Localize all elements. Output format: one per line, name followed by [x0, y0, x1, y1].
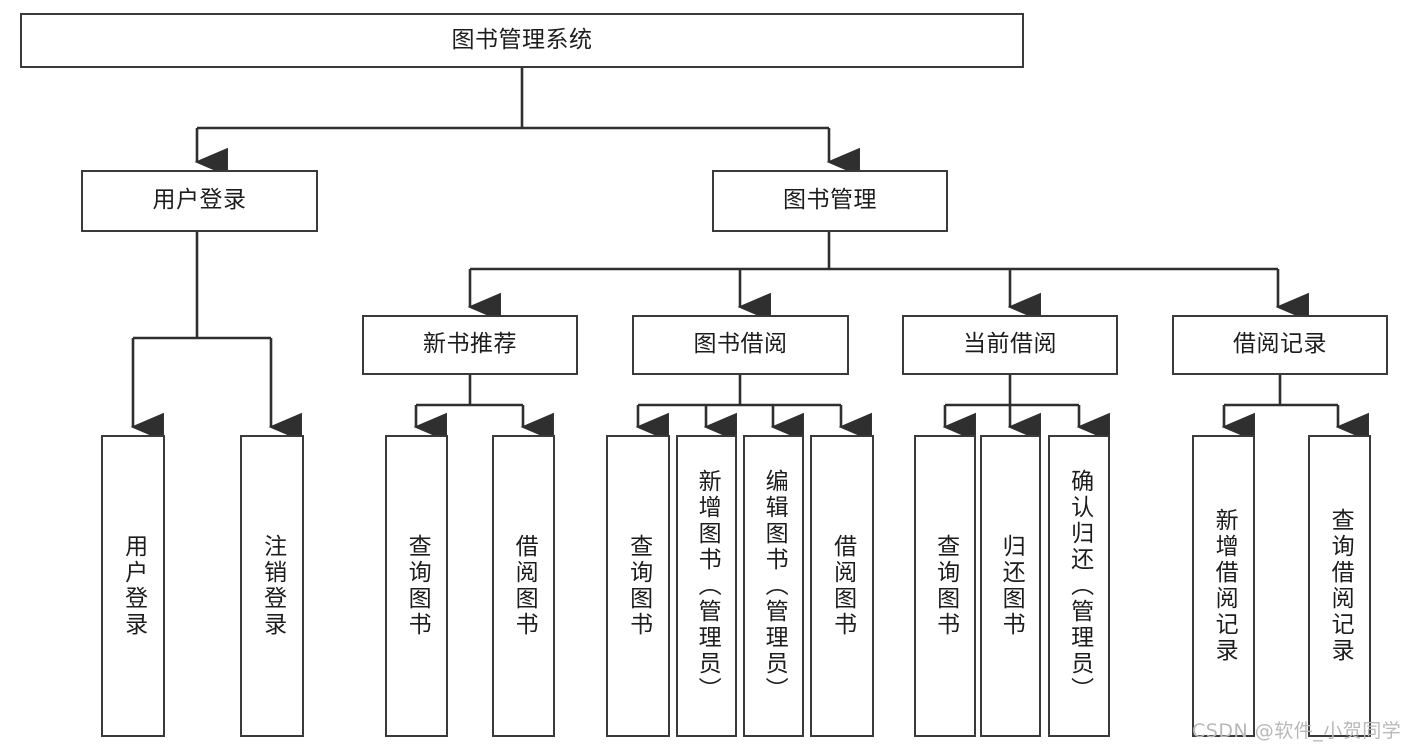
leaf-current-confirm-return[interactable]: 确认归还（管理员） [1048, 435, 1110, 737]
node-borrow-records[interactable]: 借阅记录 [1172, 315, 1388, 375]
node-label: 用户登录 [120, 534, 147, 638]
node-label: 注销登录 [259, 534, 286, 638]
node-label: 新增图书（管理员） [694, 469, 721, 703]
node-label: 查询图书 [404, 534, 431, 638]
node-user-login[interactable]: 用户登录 [81, 170, 318, 232]
leaf-current-return-book[interactable]: 归还图书 [980, 435, 1041, 737]
leaf-borrow-query-book[interactable]: 查询图书 [606, 435, 670, 737]
leaf-borrow-edit-book[interactable]: 编辑图书（管理员） [743, 435, 804, 737]
node-label: 编辑图书（管理员） [761, 469, 788, 703]
leaf-borrow-add-book[interactable]: 新增图书（管理员） [676, 435, 737, 737]
node-label: 借阅图书 [829, 534, 856, 638]
leaf-user-login-logout[interactable]: 注销登录 [240, 435, 304, 737]
leaf-current-query-book[interactable]: 查询图书 [914, 435, 976, 737]
node-label: 查询借阅记录 [1327, 508, 1354, 664]
node-current-borrow[interactable]: 当前借阅 [902, 315, 1118, 375]
node-label: 图书管理系统 [451, 26, 593, 53]
node-new-book-recommend[interactable]: 新书推荐 [362, 315, 578, 375]
node-root-system[interactable]: 图书管理系统 [20, 13, 1024, 68]
node-label: 新书推荐 [423, 331, 517, 358]
leaf-records-query-record[interactable]: 查询借阅记录 [1308, 435, 1371, 737]
node-label: 图书借阅 [693, 331, 788, 358]
node-label: 查询图书 [932, 534, 959, 638]
node-book-borrow[interactable]: 图书借阅 [632, 315, 849, 375]
node-label: 用户登录 [152, 187, 247, 214]
leaf-borrow-borrow-book[interactable]: 借阅图书 [810, 435, 874, 737]
node-label: 新增借阅记录 [1211, 508, 1238, 664]
node-label: 归还图书 [998, 534, 1025, 638]
leaf-records-add-record[interactable]: 新增借阅记录 [1192, 435, 1255, 737]
csdn-watermark: CSDN @软件_小贺同学 [1192, 720, 1402, 742]
leaf-recommend-borrow-book[interactable]: 借阅图书 [492, 435, 555, 737]
leaf-user-login-login[interactable]: 用户登录 [101, 435, 165, 737]
node-label: 借阅图书 [511, 534, 538, 638]
node-label: 确认归还（管理员） [1066, 469, 1093, 703]
leaf-recommend-query-book[interactable]: 查询图书 [385, 435, 448, 737]
node-label: 查询图书 [625, 534, 652, 638]
node-label: 当前借阅 [963, 331, 1057, 358]
node-book-management[interactable]: 图书管理 [712, 170, 948, 232]
node-label: 图书管理 [783, 187, 877, 214]
node-label: 借阅记录 [1233, 331, 1327, 358]
